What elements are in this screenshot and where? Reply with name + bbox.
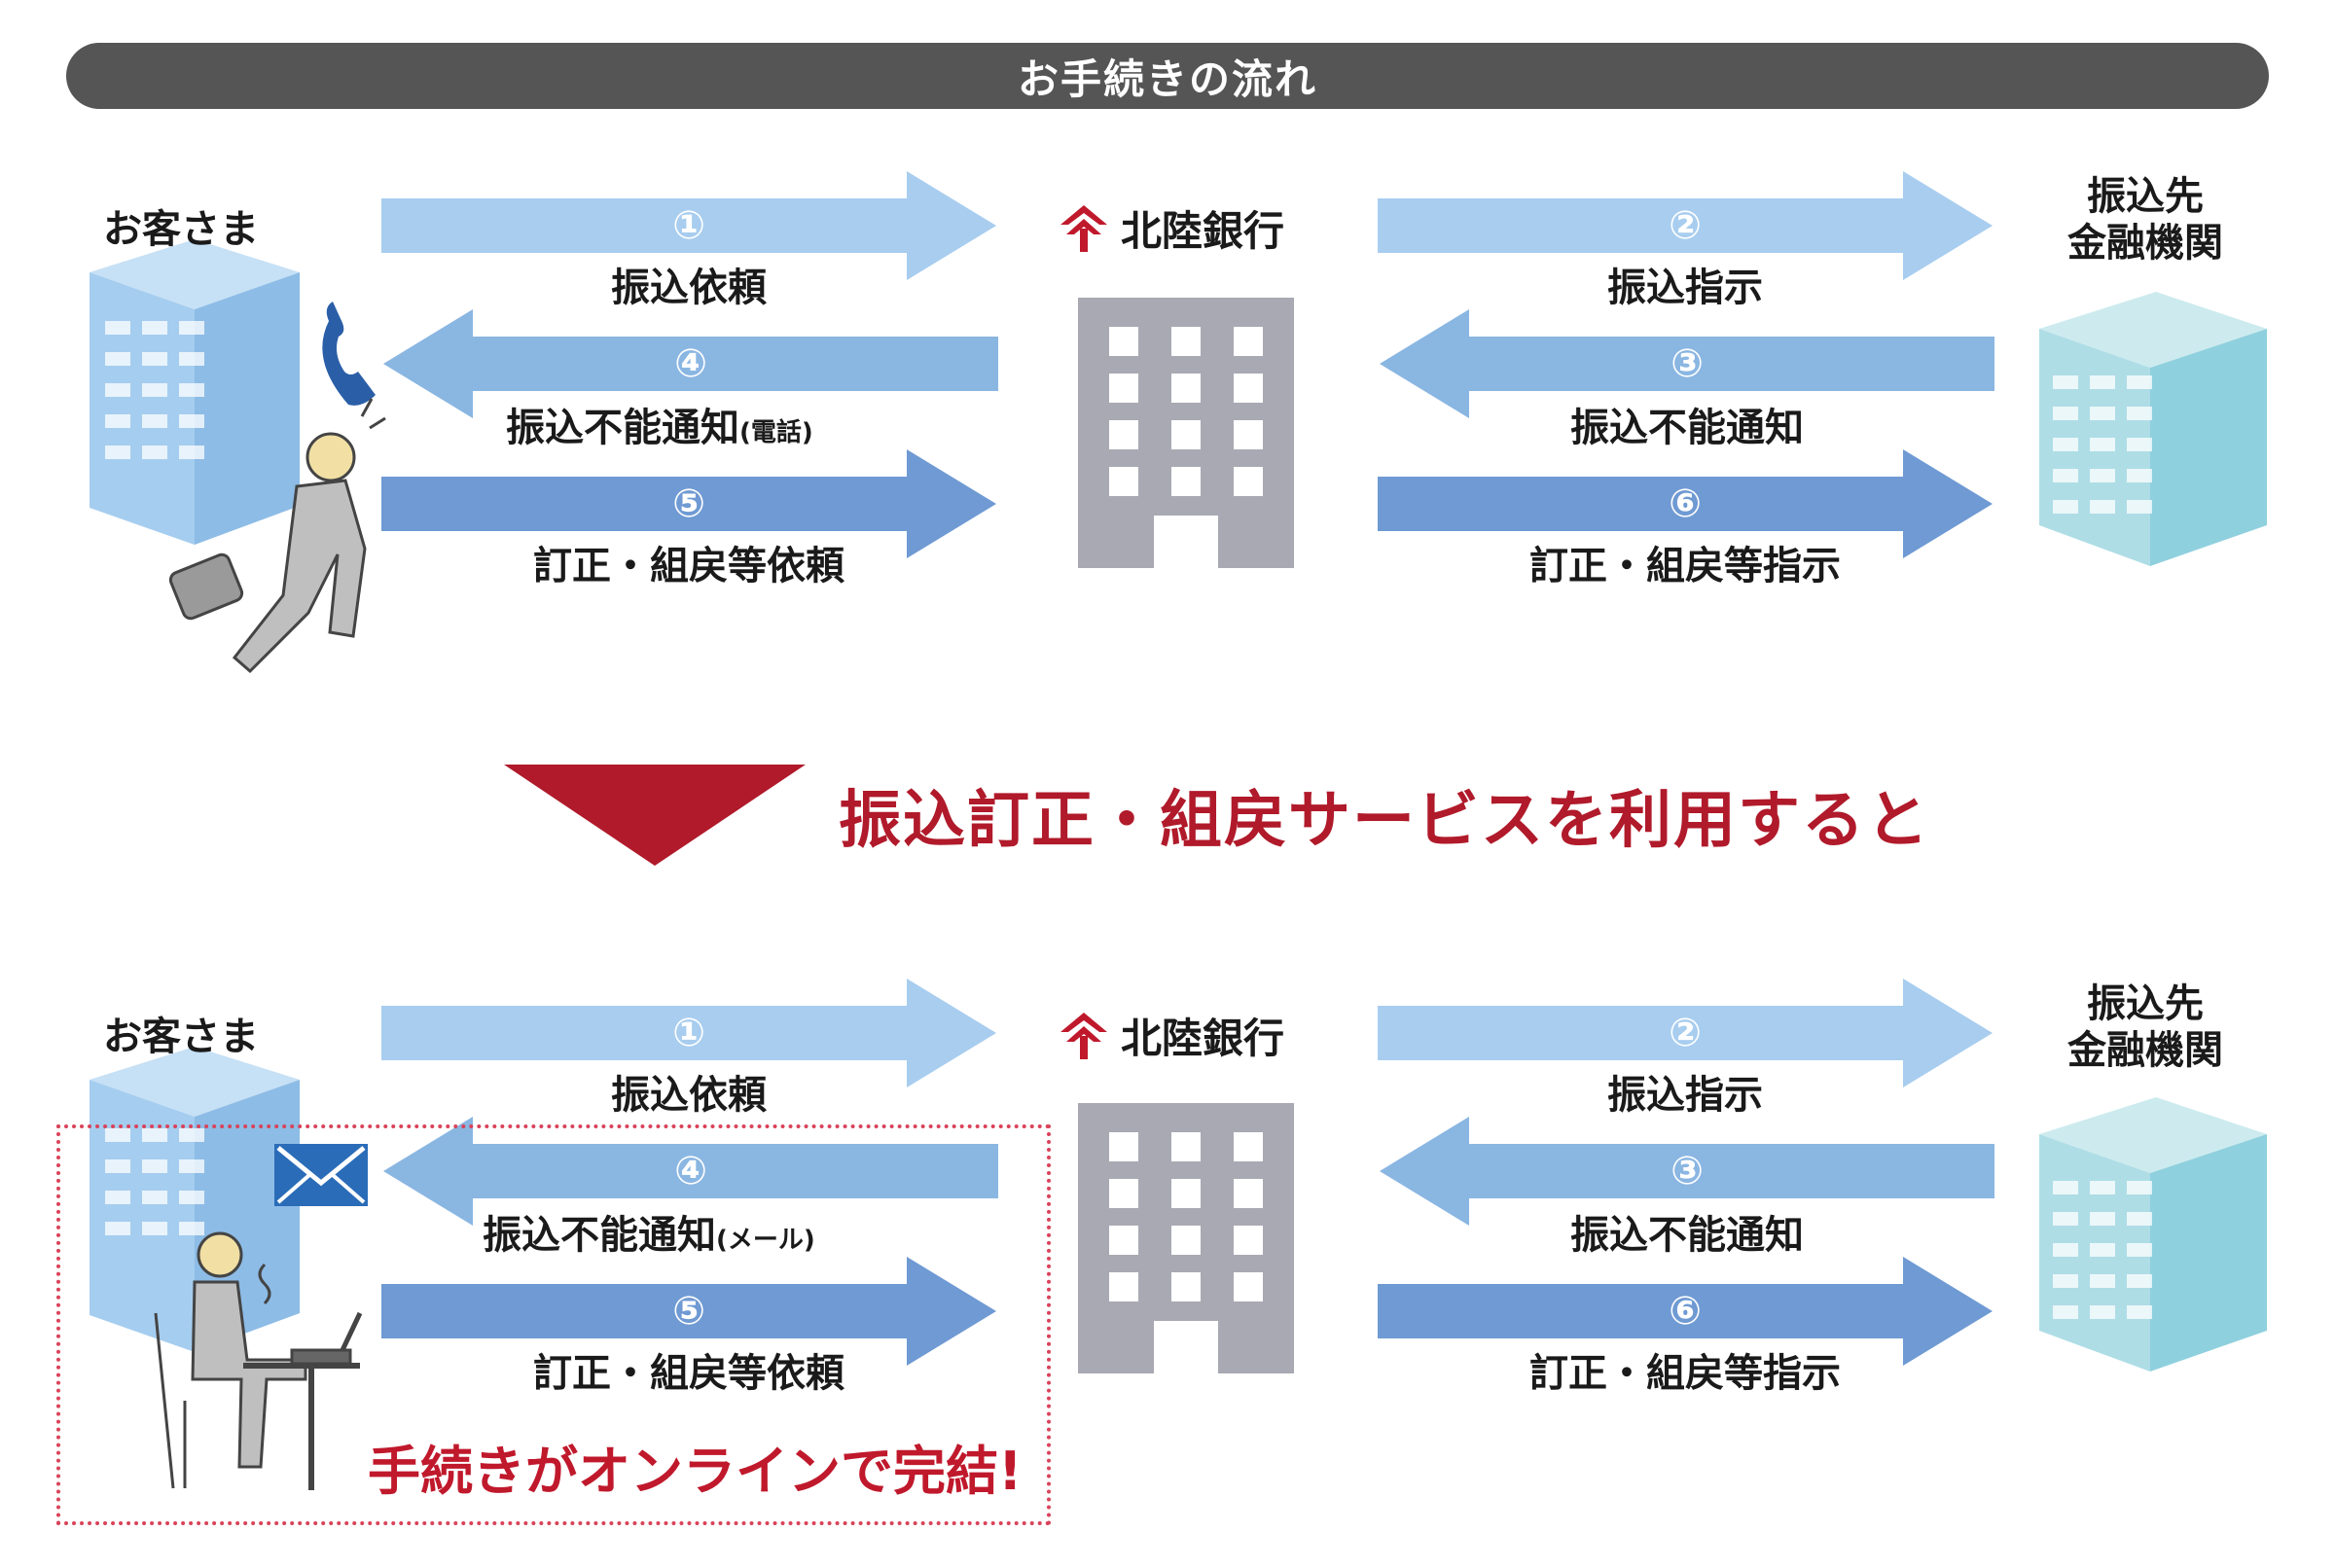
bank-logo-icon <box>1060 1012 1107 1059</box>
step-number: ⑤ <box>672 481 705 526</box>
customer-building-icon <box>90 239 300 545</box>
step-text: 振込指示 <box>1607 266 1763 310</box>
step-text: 訂正・組戻等依頼 <box>533 1351 844 1396</box>
step-number: ⑤ <box>672 1289 705 1334</box>
arrow-step-5 <box>381 1257 996 1366</box>
destination-label-line1: 振込先 <box>2087 981 2204 1026</box>
arrow-step-3 <box>1380 1117 1994 1226</box>
online-complete-text: 手続きがオンラインで完結! <box>368 1441 1023 1502</box>
step-note: (電話) <box>739 418 813 447</box>
arrow-step-6 <box>1378 1257 1993 1366</box>
destination-label: 振込先 金融機関 <box>2043 173 2247 267</box>
arrow-step-3 <box>1380 309 1994 418</box>
step-note: (メール) <box>716 1226 815 1255</box>
step-number: ① <box>672 1011 705 1055</box>
arrow-step-1 <box>381 171 996 280</box>
step-number: ④ <box>674 1149 707 1194</box>
mail-icon <box>274 1144 368 1206</box>
bank-building-icon <box>1078 1103 1294 1373</box>
step-text: 訂正・組戻等指示 <box>1529 544 1841 588</box>
online-highlight-box <box>56 1124 1051 1525</box>
destination-label-line1: 振込先 <box>2087 174 2204 219</box>
step-number: ① <box>672 203 705 248</box>
bank-building-icon <box>1078 298 1294 568</box>
bank-logo-icon <box>1060 204 1107 252</box>
step-text: 訂正・組戻等指示 <box>1529 1351 1841 1396</box>
step-text: 振込依頼 <box>611 266 767 310</box>
down-triangle <box>504 765 806 866</box>
arrow-step-5 <box>381 449 996 558</box>
arrow-step-6 <box>1378 449 1993 558</box>
flow-title: お手続きの流れ <box>66 43 2269 109</box>
bank-label: 北陸銀行 <box>1057 1006 1284 1065</box>
step-text: 訂正・組戻等依頼 <box>533 544 844 588</box>
customer-label: お客さま <box>103 1015 259 1059</box>
step-text: 振込不能通知 <box>483 1213 716 1258</box>
phone-icon <box>322 302 376 406</box>
arrow-step-2 <box>1378 171 1993 280</box>
destination-label-line2: 金融機関 <box>2067 221 2223 266</box>
step-text-with-note: 振込不能通知(メール) <box>483 1212 815 1259</box>
step-text: 振込不能通知 <box>1570 1213 1804 1258</box>
step-text-with-note: 振込不能通知(電話) <box>506 405 813 451</box>
customer-label: お客さま <box>103 207 259 252</box>
step-number: ④ <box>674 341 707 386</box>
bank-name: 北陸銀行 <box>1121 1015 1285 1062</box>
step-text: 振込指示 <box>1607 1073 1763 1118</box>
bank-label: 北陸銀行 <box>1057 198 1284 258</box>
step-number: ⑥ <box>1669 1289 1702 1334</box>
destination-building-icon <box>2039 1097 2267 1372</box>
step-number: ② <box>1669 1011 1702 1055</box>
destination-label-line2: 金融機関 <box>2067 1028 2223 1073</box>
step-number: ② <box>1669 203 1702 248</box>
service-divider-text: 振込訂正・組戻サービスを利用すると <box>839 785 1930 857</box>
destination-building-icon <box>2039 292 2267 566</box>
step-text: 振込不能通知 <box>506 406 739 450</box>
step-number: ③ <box>1670 1149 1704 1194</box>
bank-name: 北陸銀行 <box>1121 207 1285 255</box>
step-number: ③ <box>1670 341 1704 386</box>
arrow-step-2 <box>1378 979 1993 1087</box>
arrow-step-1 <box>381 979 996 1087</box>
step-text: 振込不能通知 <box>1570 406 1804 450</box>
arrow-step-4 <box>383 1117 998 1226</box>
destination-label: 振込先 金融機関 <box>2043 980 2247 1074</box>
arrow-step-4 <box>383 309 998 418</box>
step-text: 振込依頼 <box>611 1073 767 1118</box>
person-laptop-icon <box>154 1231 363 1490</box>
step-number: ⑥ <box>1669 481 1702 526</box>
walking-person-icon <box>168 398 386 674</box>
